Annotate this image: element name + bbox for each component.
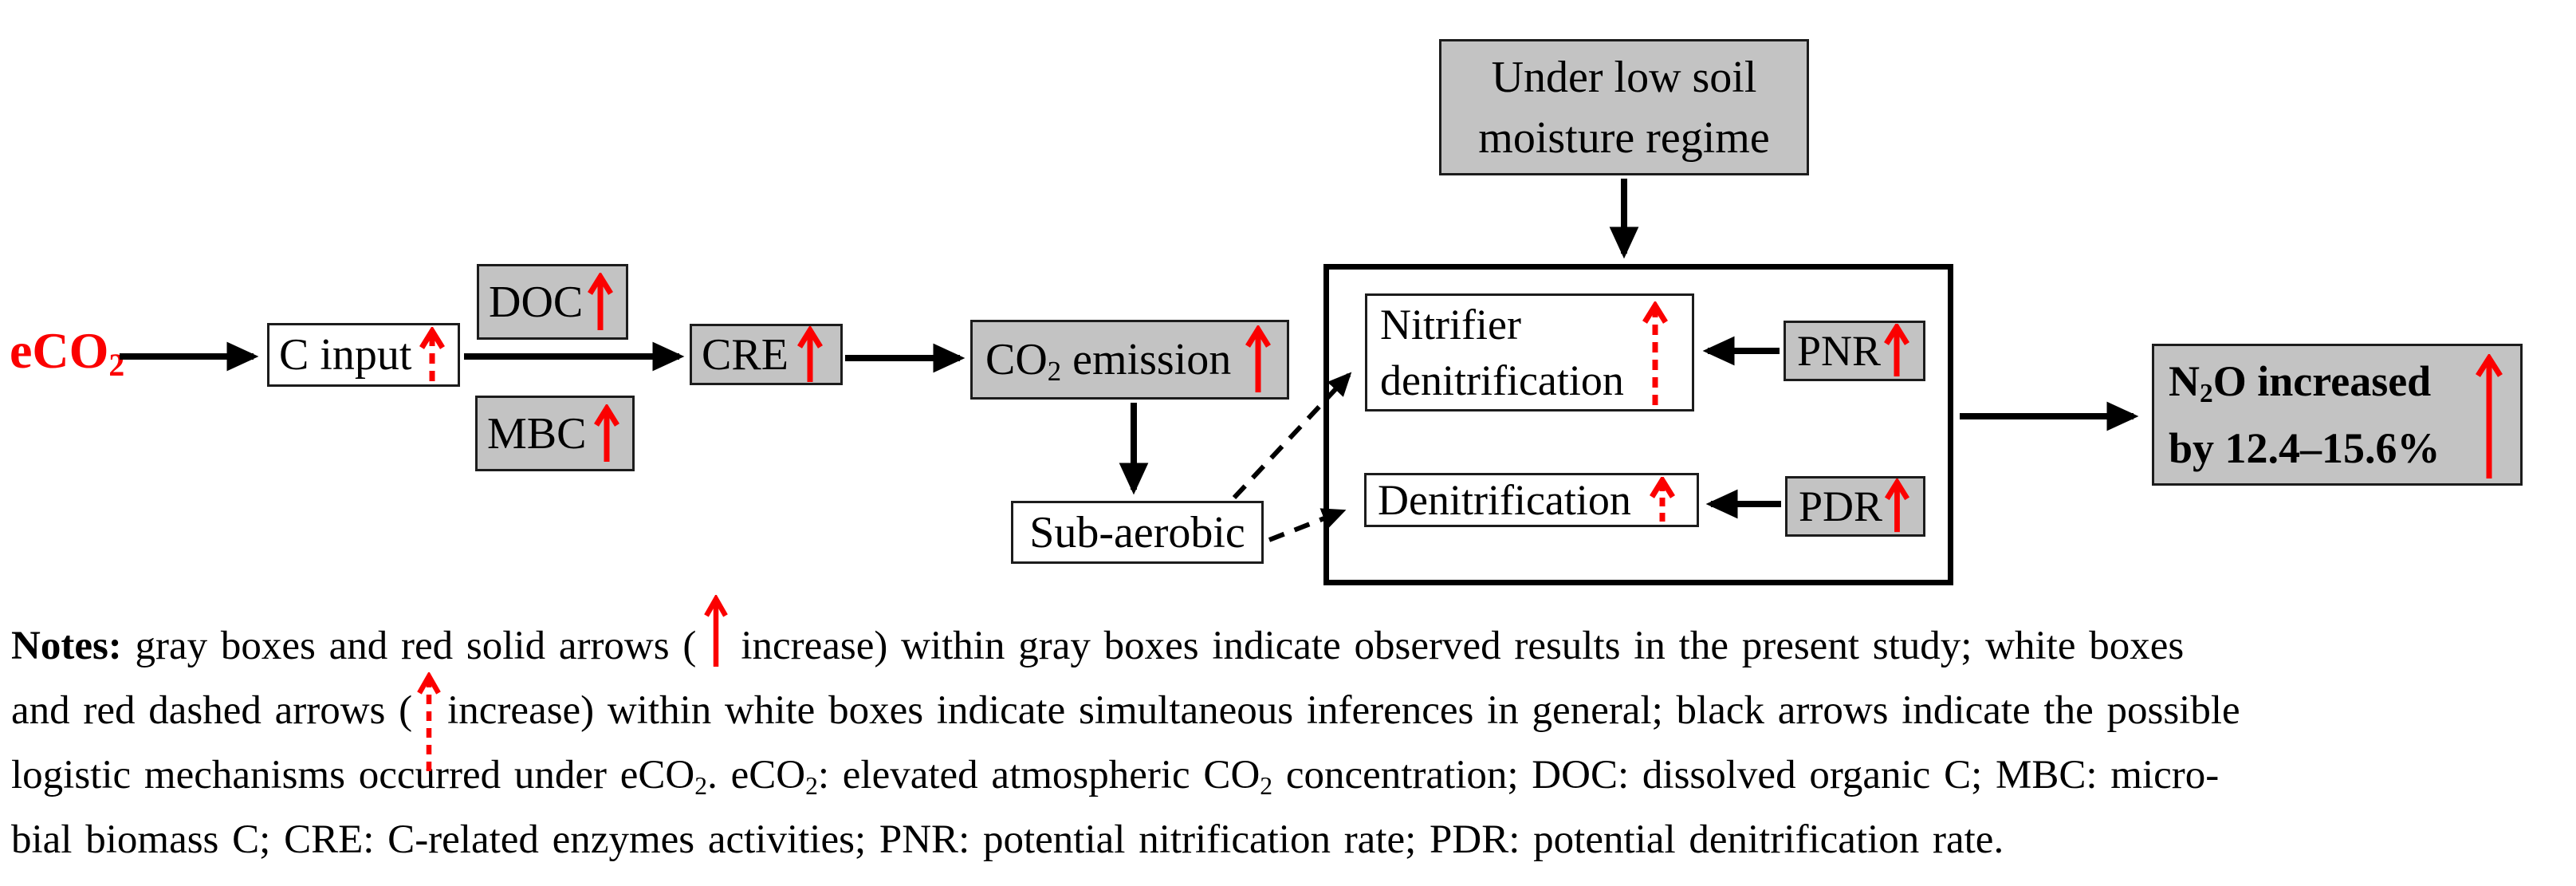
- c-input-box: C input: [267, 323, 460, 387]
- increase-arrow-icon: [2476, 354, 2503, 478]
- increase-arrow-icon: [1884, 478, 1910, 533]
- notes-line3-text-b: . eCO: [707, 753, 806, 797]
- eco2-label: eCO2: [10, 322, 124, 381]
- figure-notes: Notes: gray boxes and red solid arrows (…: [11, 595, 2566, 872]
- nitrifier-line2: denitrification: [1380, 356, 1624, 404]
- denitrification-label: Denitrification: [1378, 476, 1631, 524]
- sub-aerobic-label: Sub-aerobic: [1029, 507, 1245, 557]
- notes-line3-text-c: : elevated atmospheric CO: [817, 753, 1260, 797]
- doc-label: DOC: [489, 277, 584, 327]
- notes-line2-text-a: and red dashed arrows (: [11, 688, 413, 733]
- notes-line2-text-b: increase) within white boxes indicate si…: [447, 688, 2240, 733]
- moisture-regime-label: Under low soil moisture regime: [1478, 47, 1769, 168]
- doc-box: DOC: [477, 264, 628, 340]
- pdr-box: PDR: [1785, 476, 1925, 537]
- pnr-label: PNR: [1797, 327, 1882, 375]
- increase-arrow-icon: [588, 272, 613, 330]
- increase-arrow-icon: [1884, 324, 1909, 376]
- co2-emission-text2: emission: [1061, 335, 1232, 384]
- increase-arrow-icon: [594, 404, 619, 462]
- n2o-text: N: [2169, 357, 2200, 405]
- increase-arrow-icon: [704, 595, 729, 667]
- mbc-label: MBC: [487, 408, 587, 459]
- notes-line2: and red dashed arrows ( increase) within …: [11, 672, 2566, 771]
- sub-aerobic-box: Sub-aerobic: [1011, 501, 1264, 564]
- n2o-subscript: 2: [2200, 379, 2213, 409]
- notes-line1: Notes: gray boxes and red solid arrows (…: [11, 595, 2566, 679]
- n2o-line1: N2O increased: [2169, 348, 2440, 415]
- increase-dashed-arrow-icon: [1650, 477, 1675, 522]
- co2-emission-text: CO: [985, 335, 1048, 384]
- pnr-box: PNR: [1784, 321, 1925, 381]
- nitrifier-line1: Nitrifier: [1380, 301, 1521, 348]
- n2o-line2: by 12.4–15.6%: [2169, 424, 2440, 472]
- eco2-text: eCO: [10, 322, 109, 379]
- increase-dashed-arrow-icon: [1642, 301, 1668, 405]
- increase-arrow-icon: [1245, 325, 1271, 392]
- notes-co2-subscript: 2: [1260, 771, 1273, 800]
- moisture-line1: Under low soil: [1491, 52, 1757, 102]
- n2o-text2: O increased: [2212, 357, 2432, 405]
- n2o-result-label: N2O increased by 12.4–15.6%: [2169, 348, 2440, 482]
- pdr-label: PDR: [1799, 482, 1883, 530]
- nitrifier-denitrification-box: Nitrifier denitrification: [1365, 293, 1694, 411]
- notes-line3: logistic mechanisms occurred under eCO2.…: [11, 743, 2566, 808]
- increase-dashed-arrow-icon: [417, 672, 441, 771]
- n2o-result-box: N2O increased by 12.4–15.6%: [2152, 344, 2523, 486]
- mbc-box: MBC: [475, 396, 635, 471]
- co2-emission-box: CO2 emission: [970, 320, 1289, 400]
- notes-co2-subscript: 2: [805, 771, 818, 800]
- notes-line1-text-a: gray boxes and red solid arrows (: [121, 624, 697, 668]
- denitrification-box: Denitrification: [1364, 473, 1699, 527]
- notes-line3-text-d: concentration; DOC: dissolved organic C;…: [1272, 753, 2220, 797]
- increase-dashed-arrow-icon: [419, 327, 445, 381]
- notes-line4-text: bial biomass C; CRE: C-related enzymes a…: [11, 817, 2004, 862]
- co2-emission-label: CO2 emission: [985, 335, 1232, 385]
- moisture-line2: moisture regime: [1478, 112, 1770, 163]
- notes-line1-text-b: increase) within gray boxes indicate obs…: [741, 624, 2185, 668]
- notes-line3-text-a: logistic mechanisms occurred under eCO: [11, 753, 695, 797]
- notes-line4: bial biomass C; CRE: C-related enzymes a…: [11, 808, 2566, 872]
- nitrifier-denitrification-label: Nitrifier denitrification: [1380, 297, 1624, 408]
- co2-emission-subscript: 2: [1047, 356, 1062, 388]
- cre-box: CRE: [690, 324, 843, 385]
- moisture-regime-box: Under low soil moisture regime: [1439, 39, 1809, 175]
- notes-prefix: Notes:: [11, 624, 122, 668]
- increase-arrow-icon: [797, 325, 823, 382]
- notes-co2-subscript: 2: [694, 771, 708, 800]
- c-input-label: C input: [279, 330, 412, 380]
- cre-label: CRE: [702, 329, 789, 380]
